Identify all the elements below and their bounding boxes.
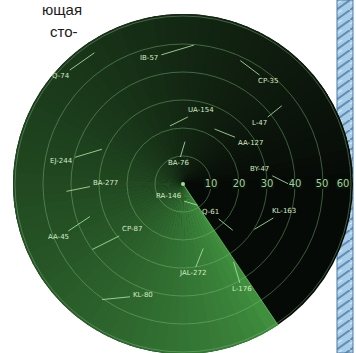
- sweep-line: [183, 184, 278, 325]
- aircraft-label: AA-127: [238, 140, 264, 147]
- aircraft-label: JAL-272: [180, 270, 206, 277]
- range-rings: [15, 16, 351, 352]
- aircraft-trail: [161, 45, 194, 55]
- aircraft-trail: [66, 187, 90, 192]
- aircraft-trail: [70, 53, 95, 70]
- range-number: 50: [315, 179, 330, 189]
- aircraft-trail: [184, 201, 197, 205]
- aircraft-label: L-176: [232, 286, 252, 293]
- text-fragment: ющая: [42, 2, 82, 17]
- aircraft-label: Q-74: [52, 73, 69, 80]
- text-fragment: сто-: [50, 24, 78, 39]
- range-number: 10: [204, 179, 219, 189]
- aircraft-trail: [196, 248, 203, 267]
- aircraft-trail: [272, 176, 288, 184]
- aircraft-label: BA-277: [93, 180, 118, 187]
- aircraft-label: Q-61: [202, 209, 219, 216]
- aircraft-label: UA-154: [188, 107, 214, 114]
- aircraft-trail: [215, 129, 235, 137]
- radar-screen: [13, 14, 353, 353]
- aircraft-trail: [240, 61, 259, 75]
- aircraft-trail: [234, 262, 240, 283]
- range-number: 30: [260, 179, 275, 189]
- range-number: 40: [288, 179, 303, 189]
- aircraft-label: KL-80: [133, 292, 153, 299]
- aircraft-trail: [180, 142, 185, 157]
- aircraft-label: BA-76: [168, 160, 189, 167]
- aircraft-label: KL-163: [272, 208, 296, 215]
- radar-centre: [181, 182, 185, 186]
- aircraft-trail: [102, 297, 130, 300]
- aircraft-label: BY-47: [250, 166, 269, 173]
- aircraft-trail: [170, 117, 188, 126]
- aircraft-trail: [254, 218, 273, 229]
- aircraft-trail: [219, 219, 233, 230]
- aircraft-label: AA-45: [48, 234, 69, 241]
- sweep-trail: [13, 14, 353, 353]
- aircraft-label: IB-57: [140, 55, 158, 62]
- aircraft-label: RA-146: [156, 193, 181, 200]
- aircraft-label: CP-87: [122, 226, 142, 233]
- aircraft-trail: [68, 217, 90, 231]
- range-number: 20: [232, 179, 247, 189]
- aircraft-trail: [92, 236, 119, 249]
- aircraft-label: EJ-244: [50, 158, 72, 165]
- range-number: 60: [336, 179, 351, 189]
- aircraft-trail: [75, 149, 102, 157]
- aircraft-label: CP-35: [258, 78, 278, 85]
- aircraft-label: L-47: [252, 120, 267, 127]
- aircraft-trail: [268, 106, 282, 117]
